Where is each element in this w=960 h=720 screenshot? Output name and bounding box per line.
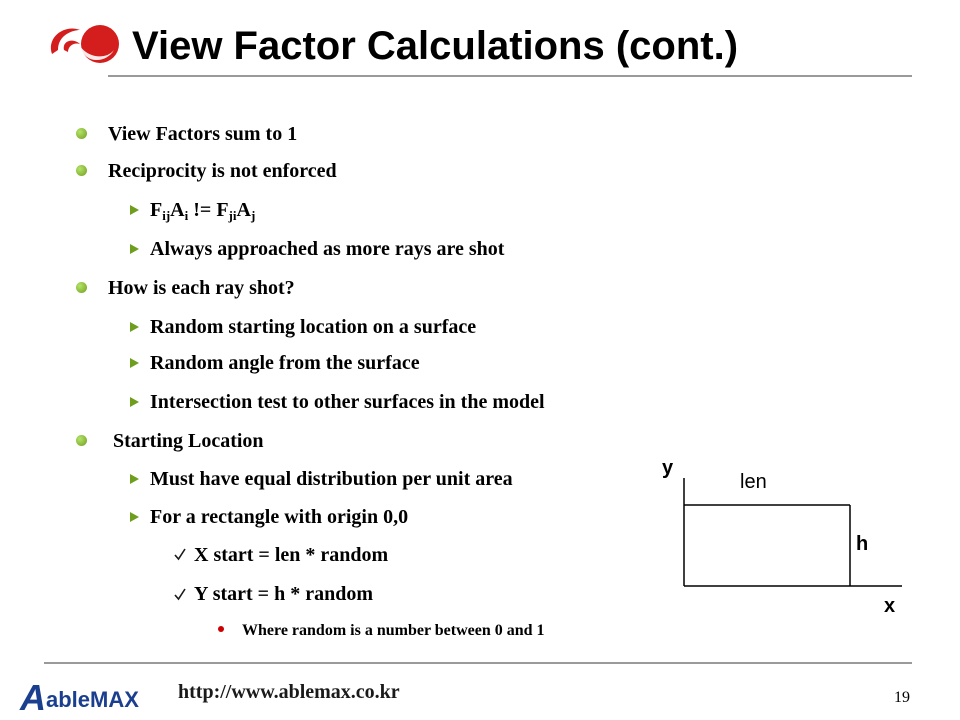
- rectangle-diagram: y len h x: [662, 457, 902, 617]
- height-label: h: [856, 533, 868, 555]
- formula-symbol: F: [216, 199, 229, 221]
- bullet-text: Reciprocity is not enforced: [108, 160, 337, 182]
- bullet-text: Must have equal distribution per unit ar…: [150, 468, 513, 490]
- formula-subscript: i: [184, 208, 189, 223]
- red-dot-icon: [218, 626, 224, 632]
- bullet-text: Starting Location: [108, 430, 264, 452]
- green-arrow-icon: [130, 397, 139, 407]
- bullet-text: Where random is a number between 0 and 1: [242, 622, 545, 639]
- bullet-text: View Factors sum to 1: [108, 123, 298, 145]
- formula-symbol: A: [236, 199, 251, 221]
- checkmark-icon: [174, 588, 186, 601]
- formula-operator: !=: [188, 199, 217, 221]
- page-number: 19: [894, 689, 910, 706]
- green-dot-icon: [76, 282, 87, 293]
- green-arrow-icon: [130, 512, 139, 522]
- footer-url-link[interactable]: http://www.ablemax.co.kr: [178, 681, 400, 703]
- logo-icon: [50, 25, 119, 63]
- checkmark-icon: [174, 548, 186, 561]
- y-axis-label: y: [662, 457, 674, 479]
- reciprocity-formula: FijAi != FjiAj: [150, 196, 255, 224]
- green-arrow-icon: [130, 322, 139, 332]
- brand-mark: A: [19, 677, 46, 716]
- bullet-text: X start = len * random: [194, 544, 389, 566]
- green-dot-icon: [76, 128, 87, 139]
- bullet-text: Always approached as more rays are shot: [150, 238, 505, 260]
- ablemax-logo: A ableMAX: [18, 677, 168, 716]
- formula-subscript: j: [250, 208, 256, 223]
- green-arrow-icon: [130, 244, 139, 254]
- x-axis-label: x: [884, 595, 895, 617]
- title-divider: [108, 75, 912, 77]
- bullet-text: For a rectangle with origin 0,0: [150, 506, 409, 528]
- formula-symbol: A: [170, 199, 185, 221]
- bullet-text: How is each ray shot?: [108, 277, 295, 299]
- page-title: View Factor Calculations (cont.): [132, 24, 739, 68]
- length-label: len: [740, 471, 767, 493]
- footer-divider: [44, 662, 912, 664]
- green-arrow-icon: [130, 205, 139, 215]
- bullet-text: Random starting location on a surface: [150, 316, 477, 338]
- bullet-text: Intersection test to other surfaces in t…: [150, 391, 545, 413]
- bullet-text: Y start = h * random: [194, 583, 373, 605]
- green-dot-icon: [76, 435, 87, 446]
- green-arrow-icon: [130, 358, 139, 368]
- green-arrow-icon: [130, 474, 139, 484]
- formula-subscript: ij: [162, 208, 171, 223]
- green-dot-icon: [76, 165, 87, 176]
- formula-symbol: F: [150, 199, 163, 221]
- bullet-text: Random angle from the surface: [150, 352, 420, 374]
- brand-text: ableMAX: [46, 687, 139, 712]
- formula-subscript: ji: [228, 208, 237, 223]
